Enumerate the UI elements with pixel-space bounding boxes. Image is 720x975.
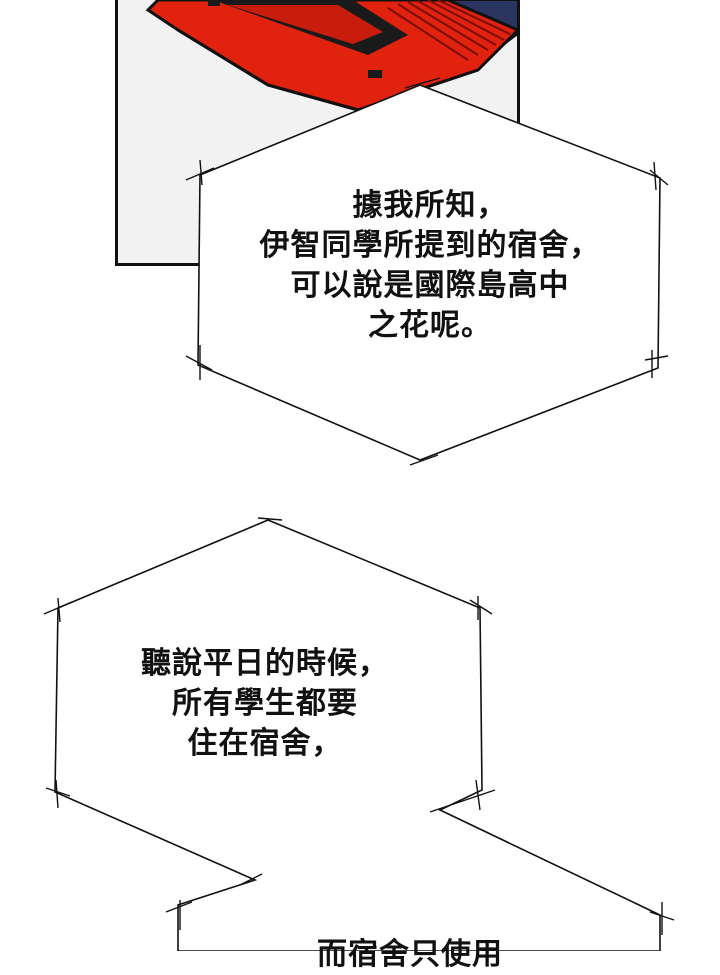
bubble-2-line-1: 聽說平日的時候， — [141, 646, 389, 681]
red-device-illustration — [145, 0, 517, 112]
bubble-1-line-4: 之花呢。 — [368, 308, 492, 343]
bubble-3-text: 而宿舍只使用 — [180, 935, 640, 975]
bubble-1-line-2: 伊智同學所提到的宿舍， — [259, 228, 601, 263]
bubble-2-line-3: 住在宿舍， — [187, 726, 343, 761]
bubble-2-line-2: 所有學生都要 — [172, 686, 358, 721]
bubble-2-text: 聽說平日的時候， 所有學生都要 住在宿舍， — [60, 644, 470, 764]
bubble-1-text: 據我所知， 伊智同學所提到的宿舍， 可以說是國際島高中 之花呢。 — [205, 186, 655, 346]
speech-bubble-1 — [197, 84, 661, 461]
speech-bubble-2 — [54, 519, 661, 951]
bubble-1-line-3: 可以說是國際島高中 — [290, 268, 570, 303]
bubble-3-line-1: 而宿舍只使用 — [317, 937, 503, 972]
bubble-1-line-1: 據我所知， — [352, 188, 508, 223]
speech-bubbles — [43, 77, 675, 951]
